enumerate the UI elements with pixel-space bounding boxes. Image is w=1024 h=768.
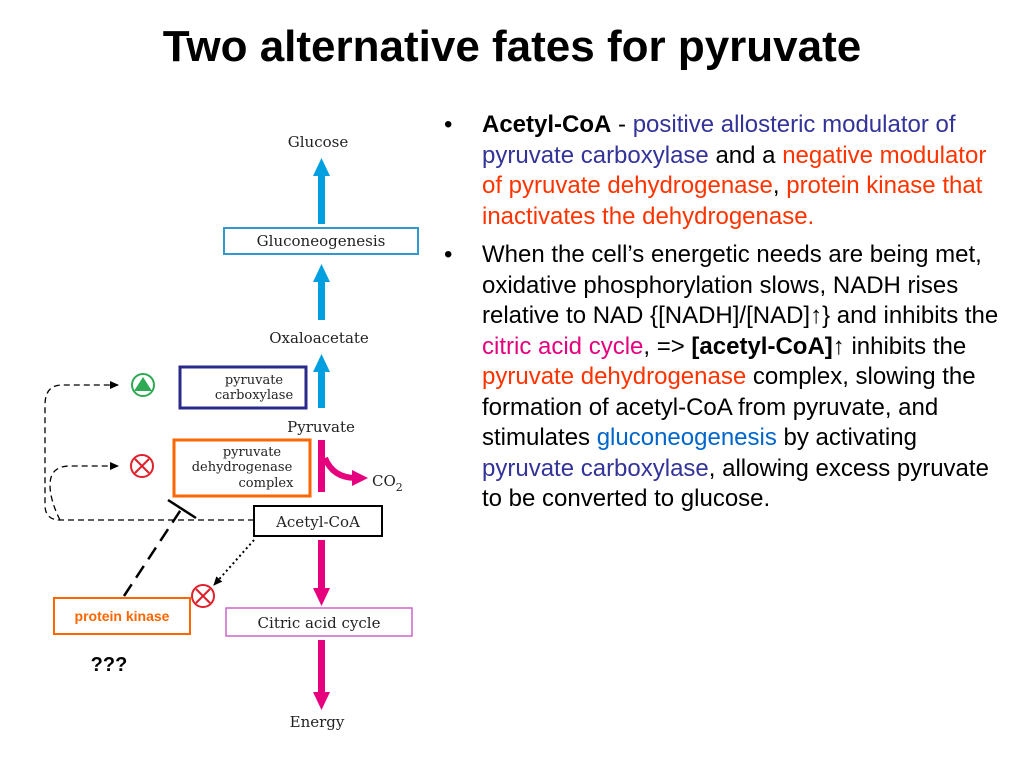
bullet-marker: • <box>444 111 453 138</box>
bullet-2-gluconeogenesis: gluconeogenesis <box>596 424 777 451</box>
bullet-2-part-7: complex, slowing the formation of acetyl… <box>482 363 976 451</box>
energy-label: Energy <box>290 713 345 731</box>
pyruvate-carboxylase-label-2: carboxylase <box>215 388 294 403</box>
kinase-inhibitor-icon <box>191 584 215 608</box>
co2-label: CO2 <box>372 472 403 494</box>
gluconeogenesis-pathway-arrows <box>313 158 330 408</box>
bullet-2-acetyl: [acetyl-CoA] <box>691 332 833 360</box>
oxaloacetate-label: Oxaloacetate <box>269 329 369 347</box>
protein-kinase-label: protein kinase <box>75 608 170 624</box>
acetyl-coa-feedback-lines <box>44 381 254 521</box>
bullet-1-term: Acetyl-CoA <box>482 111 612 138</box>
acetyl-coa-label: Acetyl-CoA <box>275 513 360 531</box>
oxidation-pathway-arrows <box>313 440 368 710</box>
inhibitor-icon <box>130 454 154 478</box>
acetyl-coa-box <box>253 505 383 537</box>
gluconeogenesis-box <box>223 227 419 255</box>
bullet-marker: • <box>444 241 453 268</box>
bullet-1-negative: negative modulator of pyruvate dehydroge… <box>482 141 987 200</box>
citric-acid-cycle-label: Citric acid cycle <box>258 614 381 632</box>
bullet-1-sep: - <box>611 111 633 138</box>
bullet-energetic-needs: • When the cell’s energetic needs are be… <box>444 240 1004 515</box>
protein-kinase-box <box>53 597 191 635</box>
protein-kinase-inhibition-line <box>122 498 197 597</box>
citric-acid-cycle-box <box>225 607 413 637</box>
bullet-1-kinase: protein kinase that inactivates the dehy… <box>482 172 983 230</box>
slide-title: Two alternative fates for pyruvate <box>162 22 862 71</box>
gluconeogenesis-label: Gluconeogenesis <box>257 232 386 250</box>
bullet-2-part-3: , => <box>643 332 692 360</box>
pdh-label-3: complex <box>239 476 295 491</box>
bullet-list: • Acetyl-CoA - positive allosteric modul… <box>444 110 1004 523</box>
bullet-2-part-9: by activating <box>776 424 917 451</box>
bullet-1-positive: positive allosteric modulator of pyruvat… <box>482 111 956 169</box>
pyruvate-label: Pyruvate <box>287 418 355 436</box>
bullet-2-part-1: When the cell’s energetic needs are bein… <box>482 241 999 329</box>
unknown-label: ??? <box>91 654 128 676</box>
glucose-label: Glucose <box>288 133 349 151</box>
acetyl-coa-to-kinase-arrow <box>213 539 255 586</box>
bullet-2-pdh: pyruvate dehydrogenase <box>482 363 747 390</box>
pdh-label-2: dehydrogenase <box>192 460 293 475</box>
pyruvate-fate-diagram: Glucose Gluconeogenesis Oxaloacetate pyr… <box>44 133 419 731</box>
bullet-acetyl-coa: • Acetyl-CoA - positive allosteric modul… <box>444 110 1004 232</box>
bullet-2-carboxylase: pyruvate carboxylase <box>482 454 709 482</box>
bullet-1-comma: , <box>772 172 787 199</box>
bullet-2-part-11: , allowing excess pyruvate to be convert… <box>482 454 989 513</box>
bullet-2-part-5: ↑ inhibits the <box>832 332 967 360</box>
bullet-2-citric: citric acid cycle <box>482 332 644 360</box>
activator-icon <box>131 373 155 397</box>
pyruvate-carboxylase-box <box>178 365 308 410</box>
bullet-1-and: and a <box>708 141 783 169</box>
pyruvate-carboxylase-label-1: pyruvate <box>225 373 284 388</box>
pyruvate-dehydrogenase-box <box>172 438 312 498</box>
pdh-label-1: pyruvate <box>223 445 282 460</box>
